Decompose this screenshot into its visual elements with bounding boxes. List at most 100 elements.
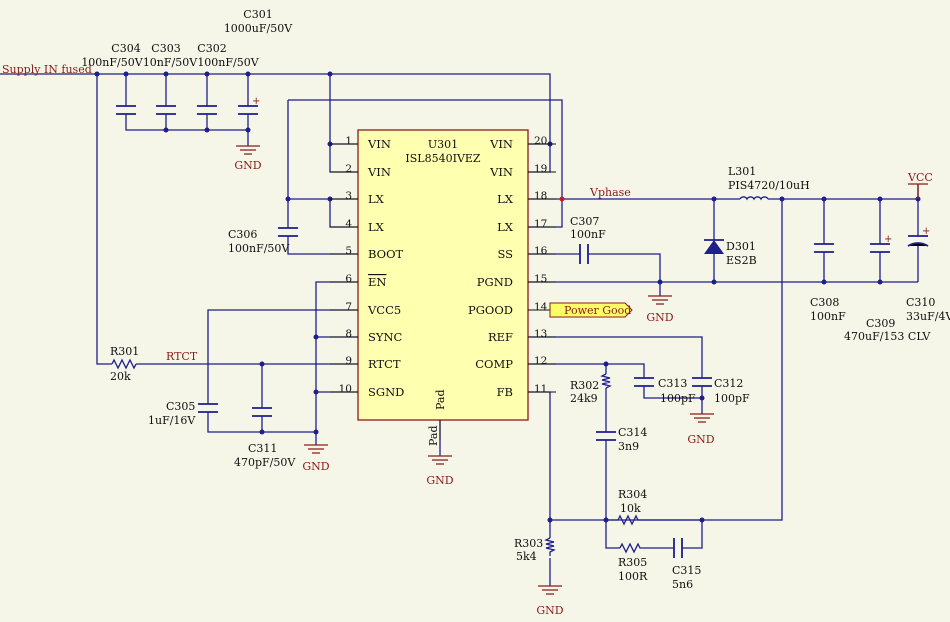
pin-number-13: 13 (534, 328, 547, 340)
ground-label-4: GND (302, 460, 329, 473)
designator-c305: C305 (166, 400, 195, 413)
pad-pin-label: Pad (427, 425, 440, 446)
pin-name-19: VIN (489, 165, 513, 179)
pin-number-2: 2 (345, 163, 352, 175)
value-c307: 100nF (570, 228, 606, 241)
pin-number-17: 17 (534, 218, 547, 230)
value-r305: 100R (618, 570, 648, 583)
pin-number-8: 8 (345, 328, 352, 340)
ground-label-6: GND (536, 604, 563, 617)
designator-c303: C303 (151, 42, 180, 55)
pin-name-13: REF (488, 330, 513, 344)
net-label-vcc: VCC (907, 171, 933, 184)
net-label-rtct: RTCT (166, 350, 198, 363)
polarity-marks: + + + (252, 96, 930, 245)
pin-name-3: LX (368, 192, 385, 206)
pin-number-7: 7 (345, 301, 352, 313)
pin-number-15: 15 (534, 273, 547, 285)
ground-label-5: GND (426, 474, 453, 487)
value-c315: 5n6 (672, 578, 693, 591)
pin-number-6: 6 (345, 273, 352, 285)
value-r304: 10k (620, 502, 641, 515)
designator-c315: C315 (672, 564, 701, 577)
pin-number-5: 5 (345, 245, 352, 257)
pin-number-16: 16 (534, 245, 548, 257)
value-c301: 1000uF/50V (224, 22, 293, 35)
value-c310: 33uF/4V (906, 310, 950, 323)
capacitor-plates (116, 105, 929, 558)
ic-part-number: ISL8540IVEZ (405, 152, 480, 165)
designator-c313: C313 (658, 377, 687, 390)
pin-number-11: 11 (534, 383, 547, 395)
designator-c310: C310 (906, 296, 935, 309)
value-c306: 100nF/50V (228, 242, 290, 255)
value-d301: ES2B (726, 254, 757, 267)
ground-symbols (236, 145, 714, 595)
svg-text:+: + (884, 234, 892, 245)
inductor-l301[interactable] (739, 196, 769, 201)
pin-number-20: 20 (534, 135, 547, 147)
value-c313: 100pF (660, 392, 696, 405)
designator-c306: C306 (228, 228, 257, 241)
pin-number-14: 14 (534, 301, 548, 313)
value-c305: 1uF/16V (148, 414, 196, 427)
pin-number-12: 12 (534, 355, 547, 367)
svg-text:+: + (922, 226, 930, 237)
vphase-junction (559, 196, 565, 202)
ground-label-2: GND (646, 311, 673, 324)
pin-name-18: LX (497, 192, 514, 206)
pin-name-7: VCC5 (367, 303, 401, 317)
value-r301: 20k (110, 370, 131, 383)
designator-c301: C301 (243, 8, 272, 21)
pin-name-16: SS (497, 247, 513, 261)
designator-c308: C308 (810, 296, 839, 309)
designator-d301: D301 (726, 240, 756, 253)
svg-text:+: + (252, 96, 260, 107)
ic-pin-leads (330, 143, 556, 440)
designator-c309: C309 (866, 317, 895, 330)
designator-c314: C314 (618, 426, 647, 439)
pin-name-2: VIN (367, 165, 391, 179)
resistors (111, 358, 642, 556)
value-c303: 10nF/50V (143, 56, 198, 69)
ic-pad-label: Pad (434, 389, 447, 410)
designator-r305: R305 (618, 556, 647, 569)
value-c302: 100nF/50V (197, 56, 259, 69)
designator-c302: C302 (197, 42, 226, 55)
port-label-power-good: Power Good (564, 304, 631, 317)
power-good-port[interactable] (528, 302, 633, 318)
pin-name-1: VIN (367, 137, 391, 151)
value-c304: 100nF/50V (81, 56, 143, 69)
pin-name-9: RTCT (368, 357, 401, 371)
designator-c312: C312 (714, 377, 743, 390)
pin-name-12: COMP (475, 357, 513, 371)
ic-u301-body[interactable] (357, 129, 529, 421)
designator-l301: L301 (728, 165, 756, 178)
net-label-supply: Supply IN fused (2, 63, 92, 76)
diode-d301[interactable] (704, 239, 724, 254)
pin-name-20: VIN (489, 137, 513, 151)
designator-r301: R301 (110, 345, 139, 358)
value-r302: 24k9 (570, 392, 598, 405)
pin-number-4: 4 (345, 218, 352, 230)
designator-c311: C311 (248, 442, 277, 455)
pin-name-8: SYNC (368, 330, 403, 344)
pin-number-18: 18 (534, 190, 547, 202)
pin-number-1: 1 (345, 135, 352, 147)
pin-name-11: FB (497, 385, 513, 399)
value-c309: 470uF/153 CLV (844, 330, 931, 343)
designator-c304: C304 (111, 42, 140, 55)
value-c312: 100pF (714, 392, 750, 405)
net-label-vphase: Vphase (589, 186, 631, 199)
vcc-port (908, 183, 928, 199)
pin-name-5: BOOT (368, 247, 404, 261)
pin-name-14: PGOOD (468, 303, 513, 317)
designator-r303: R303 (514, 537, 543, 550)
designator-r304: R304 (618, 488, 647, 501)
ic-designator: U301 (428, 138, 458, 151)
value-c311: 470pF/50V (234, 456, 296, 469)
pin-number-10: 10 (339, 383, 352, 395)
